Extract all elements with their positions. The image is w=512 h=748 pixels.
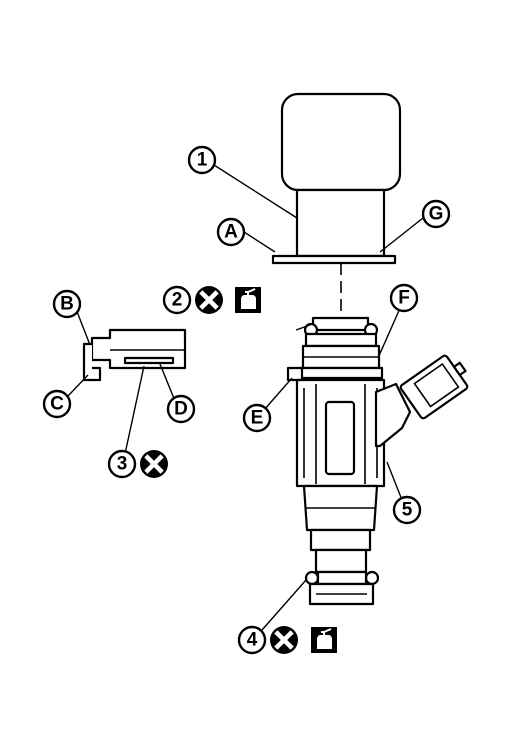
clip-slot <box>123 356 175 365</box>
callout-d: D <box>166 394 196 424</box>
nozzle-seat <box>316 570 368 586</box>
clip-hook <box>82 342 102 382</box>
callout-3-label: 3 <box>117 454 128 475</box>
callout-a: A <box>216 217 246 247</box>
callout-e-label: E <box>251 408 264 429</box>
retainer-clip <box>82 328 187 382</box>
callout-3: 3 <box>107 449 137 479</box>
callout-g-label: G <box>429 204 444 225</box>
callout-1-label: 1 <box>197 150 208 171</box>
callout-c-label: C <box>50 394 64 415</box>
callout-g: G <box>421 199 451 229</box>
body-window <box>324 400 356 476</box>
callout-d-label: D <box>174 399 188 420</box>
cap-flange <box>271 254 397 265</box>
callout-b: B <box>52 289 82 319</box>
callout-e: E <box>242 403 272 433</box>
injector-nozzle-collar <box>309 528 372 552</box>
do-not-reuse-icon-3 <box>140 450 168 478</box>
callout-4-label: 4 <box>247 630 258 651</box>
callout-b-label: B <box>60 294 74 315</box>
injector-collar <box>304 332 378 348</box>
do-not-reuse-icon-4 <box>270 626 298 654</box>
connector-arm <box>374 382 412 448</box>
injector-body <box>286 316 469 606</box>
oil-can-icon-4 <box>310 626 338 654</box>
cap-top-block <box>280 92 402 192</box>
callout-4: 4 <box>237 625 267 655</box>
callout-2: 2 <box>162 285 192 315</box>
callout-f: F <box>389 283 419 313</box>
leader-lines <box>67 164 424 631</box>
callout-c: C <box>42 389 72 419</box>
callout-5: 5 <box>392 495 422 525</box>
callout-f-label: F <box>398 288 410 309</box>
lower-o-ring-left <box>304 570 320 586</box>
callout-a-label: A <box>224 222 238 243</box>
injector-tab <box>286 366 304 382</box>
injector-ring <box>298 366 384 380</box>
do-not-reuse-icon-2 <box>195 286 223 314</box>
injector-nozzle <box>314 548 368 574</box>
callout-1: 1 <box>187 145 217 175</box>
oil-can-icon-2 <box>234 286 262 314</box>
cap-tool <box>271 92 402 312</box>
callout-2-label: 2 <box>172 290 183 311</box>
lower-o-ring-right <box>364 570 380 586</box>
callout-5-label: 5 <box>402 500 413 521</box>
injector-connector <box>399 354 469 420</box>
injector-top-stem <box>311 316 370 332</box>
cap-neck <box>295 188 386 258</box>
